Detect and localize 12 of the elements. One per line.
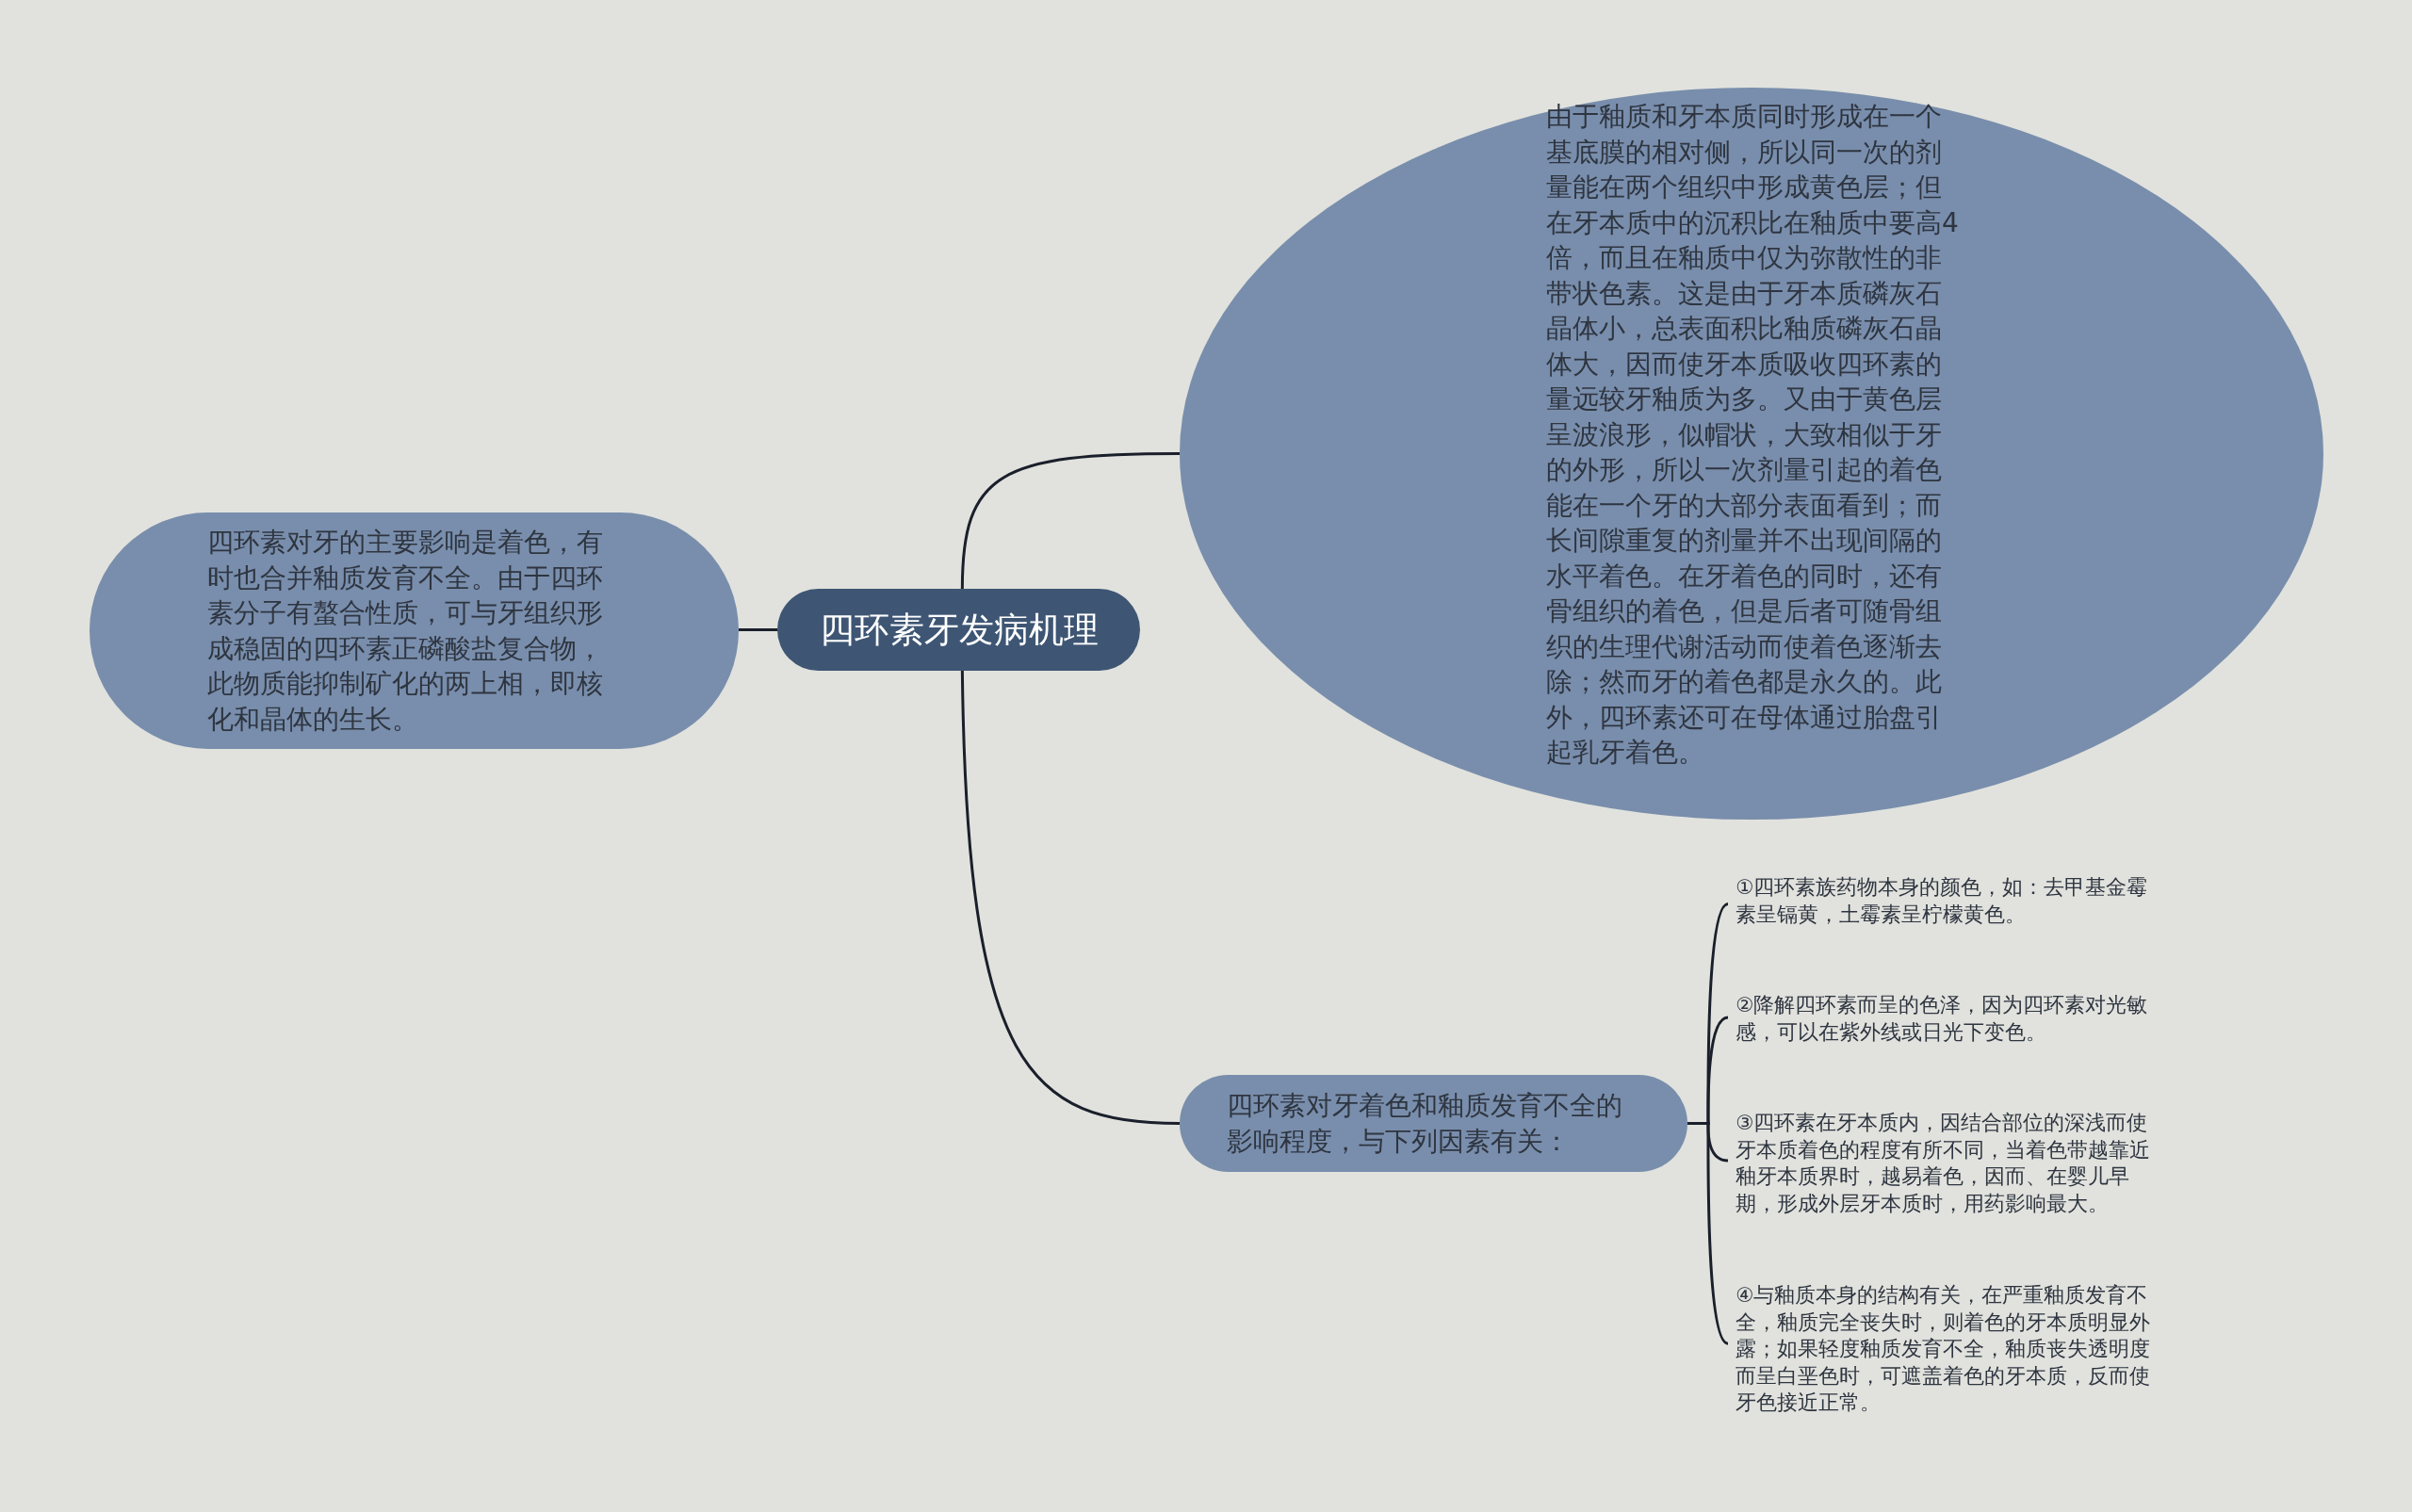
note-text: ①四环素族药物本身的颜色，如：去甲基金霉素呈镉黄，土霉素呈柠檬黄色。 bbox=[1736, 874, 2165, 928]
connector-line bbox=[960, 452, 1180, 590]
note-text: ②降解四环素而呈的色泽，因为四环素对光敏感，可以在紫外线或日光下变色。 bbox=[1736, 992, 2165, 1046]
connector-line bbox=[960, 670, 1181, 1125]
connector-line bbox=[1687, 1122, 1729, 1345]
topic-box: 四环素牙发病机理 bbox=[777, 589, 1140, 671]
note-text: ③四环素在牙本质内，因结合部位的深浅而使牙本质着色的程度有所不同，当着色带越靠近釉牙本质界时，越易着色，因而、在婴儿早期，形成外层牙本质时，用药影响最大。 bbox=[1736, 1110, 2165, 1217]
connector-line bbox=[739, 628, 777, 631]
topic-ellipse: 由于釉质和牙本质同时形成在一个基底膜的相对侧，所以同一次的剂量能在两个组织中形成黄色层；但在牙本质中的沉积比在釉质中要高4倍，而且在釉质中仅为弥散性的非带状色素。这是由于牙本质磷灰石晶体小，总表面积比釉质磷灰石晶体大，因而使牙本质吸收四环素的量远较牙釉质为多。又由于黄色层呈波浪形，似帽状，大致相似于牙的外形，所以一次剂量引起的着色能在一个牙的大部分表面看到；而长间隙重复的剂量并不出现间隔的水平着色。在牙着色的同时，还有骨组织的着色，但是后者可随骨组织的生理代谢活动而使着色逐渐去除；然而牙的着色都是永久的。此外，四环素还可在母体通过胎盘引起乳牙着色。 bbox=[1180, 88, 2323, 820]
topic-box: 四环素对牙着色和釉质发育不全的影响程度，与下列因素有关： bbox=[1180, 1075, 1687, 1172]
note-text: ④与釉质本身的结构有关，在严重釉质发育不全，釉质完全丧失时，则着色的牙本质明显外露；如果轻度釉质发育不全，釉质丧失透明度而呈白垩色时，可遮盖着色的牙本质，反而使牙色接近正常。 bbox=[1736, 1282, 2165, 1417]
topic-box: 四环素对牙的主要影响是着色，有时也合并釉质发育不全。由于四环素分子有螯合性质，可与牙组织形成稳固的四环素正磷酸盐复合物，此物质能抑制矿化的两上相，即核化和晶体的生长。 bbox=[90, 512, 739, 749]
